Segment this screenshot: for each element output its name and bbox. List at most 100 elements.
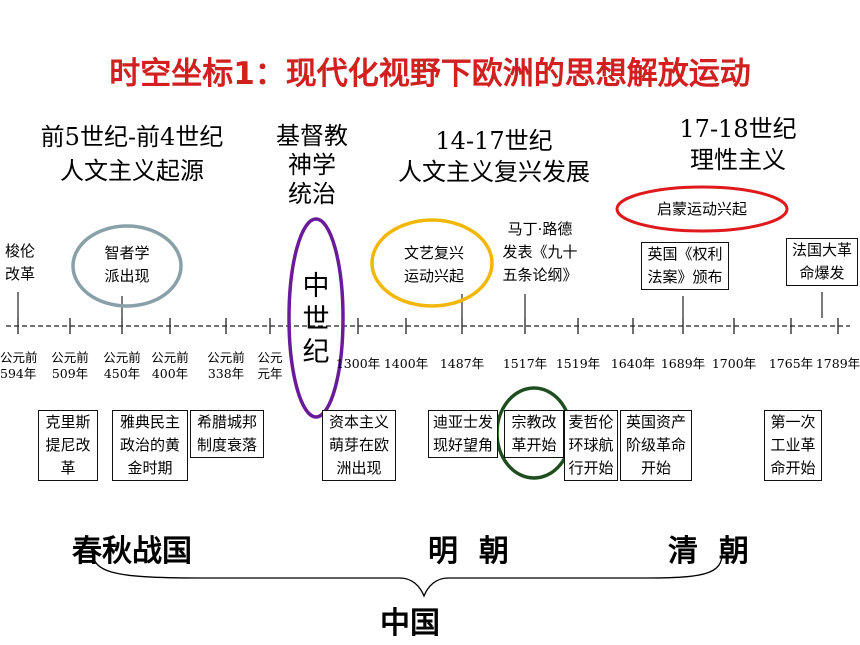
tick-label-line: 594年 bbox=[0, 366, 37, 381]
tick-label-line: 450年 bbox=[103, 366, 141, 381]
tick-label-line: 509年 bbox=[51, 366, 89, 381]
event-line: 发表《九十 bbox=[502, 243, 578, 261]
event-solon-reform: 梭伦 改革 bbox=[0, 240, 40, 286]
event-line: 克里斯 bbox=[45, 413, 91, 431]
era-line: 人文主义起源 bbox=[60, 157, 204, 185]
tick-label: 1519年 bbox=[554, 356, 602, 372]
era-line: 神学 bbox=[288, 151, 336, 179]
era-rationalism: 17-18世纪 理性主义 bbox=[648, 114, 828, 176]
circle-enlightenment bbox=[615, 185, 789, 233]
middle-ages-label: 中世纪 bbox=[302, 271, 330, 368]
event-line: 智者学 bbox=[104, 244, 150, 262]
event-line: 文艺复兴 bbox=[403, 244, 464, 262]
tick-label-line: 1519年 bbox=[555, 356, 601, 371]
event-french-revolution: 法国大革 命爆发 bbox=[786, 238, 858, 286]
era-humanism-origin: 前5世纪-前4世纪 人文主义起源 bbox=[18, 122, 246, 187]
era-line: 14-17世纪 bbox=[435, 127, 553, 155]
event-line: 资本主义 bbox=[328, 413, 389, 431]
event-greek-polis-decline: 希腊城邦 制度衰落 bbox=[190, 410, 264, 458]
event-english-revolution: 英国资产 阶级革命 开始 bbox=[620, 410, 692, 481]
tick-label-line: 1400年 bbox=[383, 356, 429, 371]
circle-middle-ages bbox=[287, 217, 345, 419]
event-line: 革 bbox=[60, 459, 76, 477]
event-line: 迪亚士发 bbox=[432, 413, 493, 431]
circle-renaissance bbox=[370, 218, 494, 308]
china-brace bbox=[91, 547, 723, 598]
tick-label-line: 1300年 bbox=[335, 356, 381, 371]
event-line: 政治的黄 bbox=[119, 436, 180, 454]
tick-label-line: 1640年 bbox=[610, 356, 656, 371]
event-line: 改革 bbox=[4, 265, 35, 283]
tick-label: 1487年 bbox=[438, 356, 486, 372]
tick-label-line: 1765年 bbox=[768, 356, 814, 371]
circle-sophists bbox=[71, 224, 183, 308]
era-line: 人文主义复兴发展 bbox=[398, 158, 590, 186]
event-line: 麦哲伦 bbox=[568, 413, 614, 431]
event-line: 英国《权利 bbox=[647, 245, 723, 263]
event-bill-of-rights: 英国《权利 法案》颁布 bbox=[641, 242, 729, 290]
china-label: 中国 bbox=[380, 606, 440, 641]
event-line: 环球航 bbox=[568, 436, 614, 454]
event-line: 第一次 bbox=[770, 413, 816, 431]
tick-label: 1789年 bbox=[814, 356, 860, 372]
tick-marks bbox=[17, 318, 839, 334]
tick-label: 1689年 bbox=[659, 356, 707, 372]
tick-label: 1517年 bbox=[501, 356, 549, 372]
tick-label: 1700年 bbox=[710, 356, 758, 372]
event-cleisthenes-reform: 克里斯 提尼改 革 bbox=[38, 410, 98, 481]
event-line: 命开始 bbox=[770, 459, 816, 477]
event-line: 制度衰落 bbox=[196, 436, 257, 454]
event-line: 希腊城邦 bbox=[196, 413, 257, 431]
tick-label-line: 公元前 bbox=[151, 350, 189, 365]
event-line: 命爆发 bbox=[799, 264, 845, 282]
event-enlightenment: 启蒙运动兴起 bbox=[630, 198, 774, 221]
dynasty-ming: 明 朝 bbox=[428, 534, 509, 569]
tick-label-line: 公元前 bbox=[103, 350, 141, 365]
era-line: 理性主义 bbox=[690, 146, 786, 174]
event-sophists: 智者学 派出现 bbox=[88, 242, 166, 288]
event-line: 法国大革 bbox=[791, 241, 852, 259]
event-line: 金时期 bbox=[127, 459, 173, 477]
event-line: 五条论纲》 bbox=[502, 266, 578, 284]
event-line: 现好望角 bbox=[432, 436, 493, 454]
tick-label-line: 1789年 bbox=[815, 356, 860, 371]
event-line: 梭伦 bbox=[4, 242, 35, 260]
event-line: 法案》颁布 bbox=[647, 268, 723, 286]
event-line: 洲出现 bbox=[336, 459, 382, 477]
event-line: 提尼改 bbox=[45, 436, 91, 454]
event-line: 开始 bbox=[640, 459, 671, 477]
event-dias-cape: 迪亚士发 现好望角 bbox=[428, 410, 498, 458]
event-line: 启蒙运动兴起 bbox=[656, 200, 747, 218]
tick-label-line: 400年 bbox=[151, 366, 189, 381]
tick-label-line: 1487年 bbox=[439, 356, 485, 371]
event-line: 雅典民主 bbox=[119, 413, 180, 431]
event-line: 萌芽在欧 bbox=[328, 436, 389, 454]
dynasty-chunqiu-zhanguo: 春秋战国 bbox=[72, 534, 192, 569]
era-line: 统治 bbox=[288, 180, 336, 208]
era-line: 前5世纪-前4世纪 bbox=[40, 123, 224, 151]
event-line: 革开始 bbox=[511, 436, 557, 454]
event-reformation: 宗教改 革开始 bbox=[504, 410, 564, 458]
tick-label-line: 公元 bbox=[257, 350, 283, 365]
tick-label-line: 1700年 bbox=[711, 356, 757, 371]
tick-label-line: 338年 bbox=[207, 366, 245, 381]
era-line: 基督教 bbox=[276, 122, 348, 150]
event-line: 英国资产 bbox=[625, 413, 686, 431]
era-renaissance-humanism: 14-17世纪 人文主义复兴发展 bbox=[366, 126, 622, 188]
event-capitalism-sprouts: 资本主义 萌芽在欧 洲出现 bbox=[322, 410, 396, 481]
event-line: 运动兴起 bbox=[403, 267, 464, 285]
tick-label-line: 公元前 bbox=[51, 350, 89, 365]
tick-label: 1765年 bbox=[767, 356, 815, 372]
dynasty-qing: 清 朝 bbox=[668, 534, 749, 569]
tick-label: 1640年 bbox=[609, 356, 657, 372]
event-line: 马丁·路德 bbox=[507, 220, 573, 238]
tick-label-line: 1689年 bbox=[660, 356, 706, 371]
tick-label-line: 公元前 bbox=[207, 350, 245, 365]
tick-label: 公元元年 bbox=[255, 350, 285, 382]
event-line: 工业革 bbox=[770, 436, 816, 454]
